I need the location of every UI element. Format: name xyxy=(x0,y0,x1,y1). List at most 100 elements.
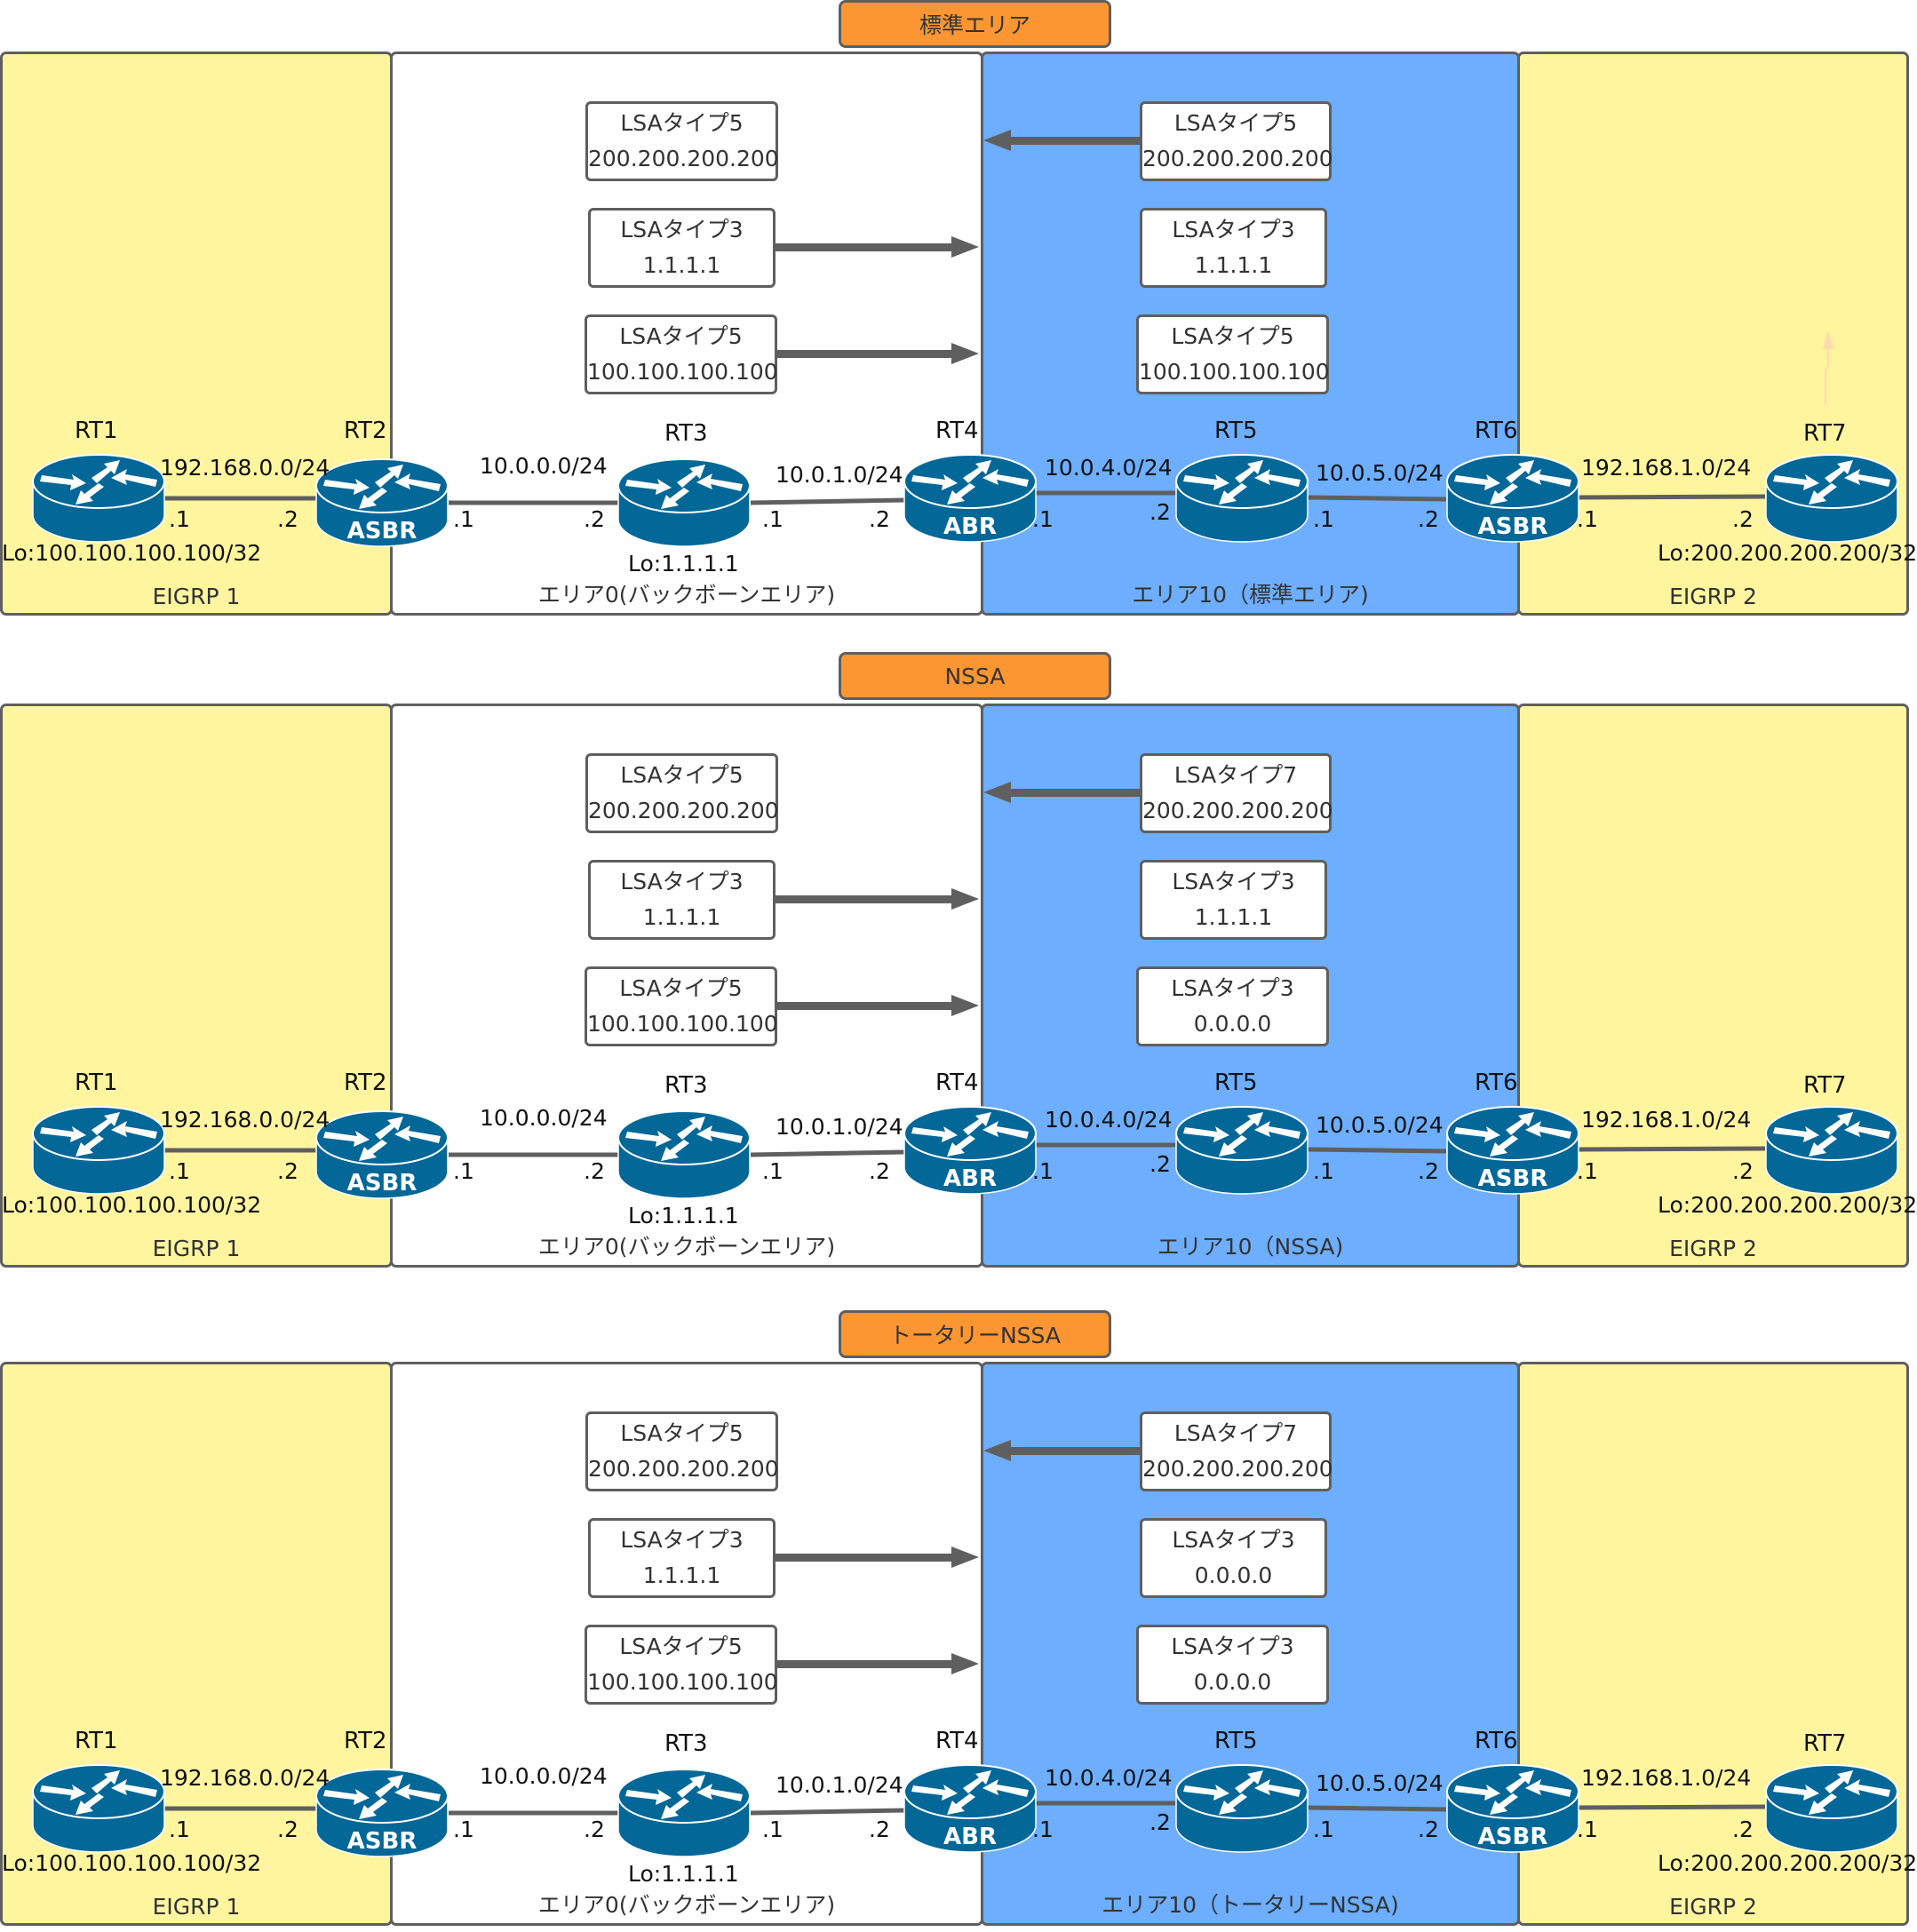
zone-eigrp2-label: EIGRP 2 xyxy=(1669,584,1757,609)
lsa-type: LSAタイプ3 xyxy=(620,869,744,894)
zone-eigrp1-label: EIGRP 1 xyxy=(152,584,241,609)
loopback-label: Lo:1.1.1.1 xyxy=(628,551,739,576)
network-label: 10.0.4.0/24 xyxy=(1045,1765,1173,1791)
lsa-type: LSAタイプ5 xyxy=(619,1634,743,1659)
arrow-shaft-right-3 xyxy=(777,1660,958,1668)
zone-eigrp2-label: EIGRP 2 xyxy=(1669,1894,1757,1920)
lsa-type: LSAタイプ3 xyxy=(620,217,744,242)
lsa-value: 100.100.100.100 xyxy=(587,359,778,385)
arrow-shaft-right-2 xyxy=(776,1554,958,1562)
lsa-value: 100.100.100.100 xyxy=(587,1011,778,1037)
network-label: 10.0.1.0/24 xyxy=(776,462,903,488)
router-rt4: ABR xyxy=(903,1105,1038,1197)
loopback-label: Lo:100.100.100.100/32 xyxy=(2,540,262,566)
router-icon xyxy=(1175,1106,1308,1195)
router-rt4: ABR xyxy=(903,1763,1038,1856)
scenario-tag-label: NSSA xyxy=(944,663,1006,689)
host-id: .1 xyxy=(762,1817,784,1842)
loopback-label: Lo:1.1.1.1 xyxy=(628,1861,739,1887)
loopback-label: Lo:200.200.200.200/32 xyxy=(1658,1850,1917,1876)
router-role-label: ASBR xyxy=(1477,1165,1548,1192)
host-id: .2 xyxy=(1418,1158,1439,1184)
host-id: .2 xyxy=(277,1158,298,1184)
link-rt5-rt6 xyxy=(1307,1147,1447,1154)
router-rt3 xyxy=(616,1768,752,1860)
lsa-type: LSAタイプ5 xyxy=(620,110,744,136)
network-label: 10.0.0.0/24 xyxy=(480,453,608,479)
arrow-shaft-left-1 xyxy=(1004,789,1140,797)
link-rt5-rt6 xyxy=(1307,495,1447,502)
scenario-tag: 標準エリア xyxy=(839,0,1111,48)
host-id: .2 xyxy=(1149,1809,1171,1835)
lsa-value: 1.1.1.1 xyxy=(642,1562,721,1588)
lsa-type: LSAタイプ7 xyxy=(1173,1420,1298,1446)
loopback-label: Lo:200.200.200.200/32 xyxy=(1658,540,1917,566)
router-rt1 xyxy=(31,453,166,545)
router-icon xyxy=(903,1764,1037,1853)
router-icon xyxy=(1175,1764,1308,1853)
scenario-tag: トータリーNSSA xyxy=(839,1310,1111,1358)
router-rt6: ASBR xyxy=(1445,1763,1580,1856)
router-role-label: ABR xyxy=(943,513,997,540)
router-rt5 xyxy=(1174,1105,1309,1197)
host-id: .2 xyxy=(277,506,298,532)
host-id: .2 xyxy=(1732,1158,1754,1184)
lsa-value: 1.1.1.1 xyxy=(642,904,721,930)
zone-eigrp1-label: EIGRP 1 xyxy=(152,1236,241,1261)
router-rt2: ASBR xyxy=(314,1768,449,1860)
zone-area10-label: エリア10（NSSA) xyxy=(1157,1234,1344,1260)
host-id: .2 xyxy=(869,506,890,532)
arrow-right-icon xyxy=(951,888,979,910)
router-name: RT6 xyxy=(1475,417,1518,444)
arrow-shaft-right-3 xyxy=(777,1002,958,1010)
host-id: .1 xyxy=(762,506,784,532)
router-rt6: ASBR xyxy=(1445,1105,1580,1197)
router-name: RT2 xyxy=(344,1728,387,1754)
lsa-type: LSAタイプ5 xyxy=(620,1420,744,1446)
router-role-label: ASBR xyxy=(1477,513,1548,540)
lsa-type: LSAタイプ3 xyxy=(1171,1634,1294,1659)
links-and-arrows xyxy=(164,1440,1766,1816)
scenario-tag-label: トータリーNSSA xyxy=(888,1323,1061,1348)
lsa-type: LSAタイプ3 xyxy=(1172,869,1295,894)
link-rt3-rt4 xyxy=(750,1808,905,1816)
host-id: .2 xyxy=(1418,506,1439,532)
network-label: 10.0.0.0/24 xyxy=(480,1763,608,1789)
network-label: 192.168.0.0/24 xyxy=(160,1765,330,1791)
host-id: .2 xyxy=(277,1817,298,1842)
arrow-right-icon xyxy=(951,343,979,364)
network-label: 192.168.1.0/24 xyxy=(1581,1765,1752,1791)
router-name: RT5 xyxy=(1214,1728,1258,1754)
zone-area0-label: エリア0(バックボーンエリア) xyxy=(537,1234,836,1260)
arrow-right-icon xyxy=(951,1546,979,1568)
lsa-box-left-2: LSAタイプ3 1.1.1.1 xyxy=(588,860,776,940)
lsa-value: 200.200.200.200 xyxy=(588,798,779,823)
lsa-value: 1.1.1.1 xyxy=(642,252,721,278)
router-name: RT5 xyxy=(1214,417,1258,444)
router-name: RT4 xyxy=(935,417,979,444)
arrow-left-icon xyxy=(983,782,1011,803)
network-label: 10.0.4.0/24 xyxy=(1045,1107,1173,1133)
router-name: RT4 xyxy=(935,1728,979,1754)
zone-area0-label: エリア0(バックボーンエリア) xyxy=(537,582,836,608)
arrow-right-icon xyxy=(951,236,979,258)
network-label: 10.0.5.0/24 xyxy=(1316,1770,1444,1796)
lsa-type: LSAタイプ5 xyxy=(620,762,744,788)
router-icon xyxy=(617,1769,751,1857)
router-name: RT7 xyxy=(1803,1072,1847,1099)
router-rt1 xyxy=(31,1763,166,1856)
network-label: 10.0.0.0/24 xyxy=(480,1105,608,1131)
lsa-type: LSAタイプ3 xyxy=(1172,1527,1295,1553)
router-icon xyxy=(617,458,751,547)
router-rt6: ASBR xyxy=(1445,453,1580,545)
router-icon xyxy=(1446,454,1579,543)
router-role-label: ABR xyxy=(943,1824,997,1850)
host-id: .1 xyxy=(1577,506,1598,532)
